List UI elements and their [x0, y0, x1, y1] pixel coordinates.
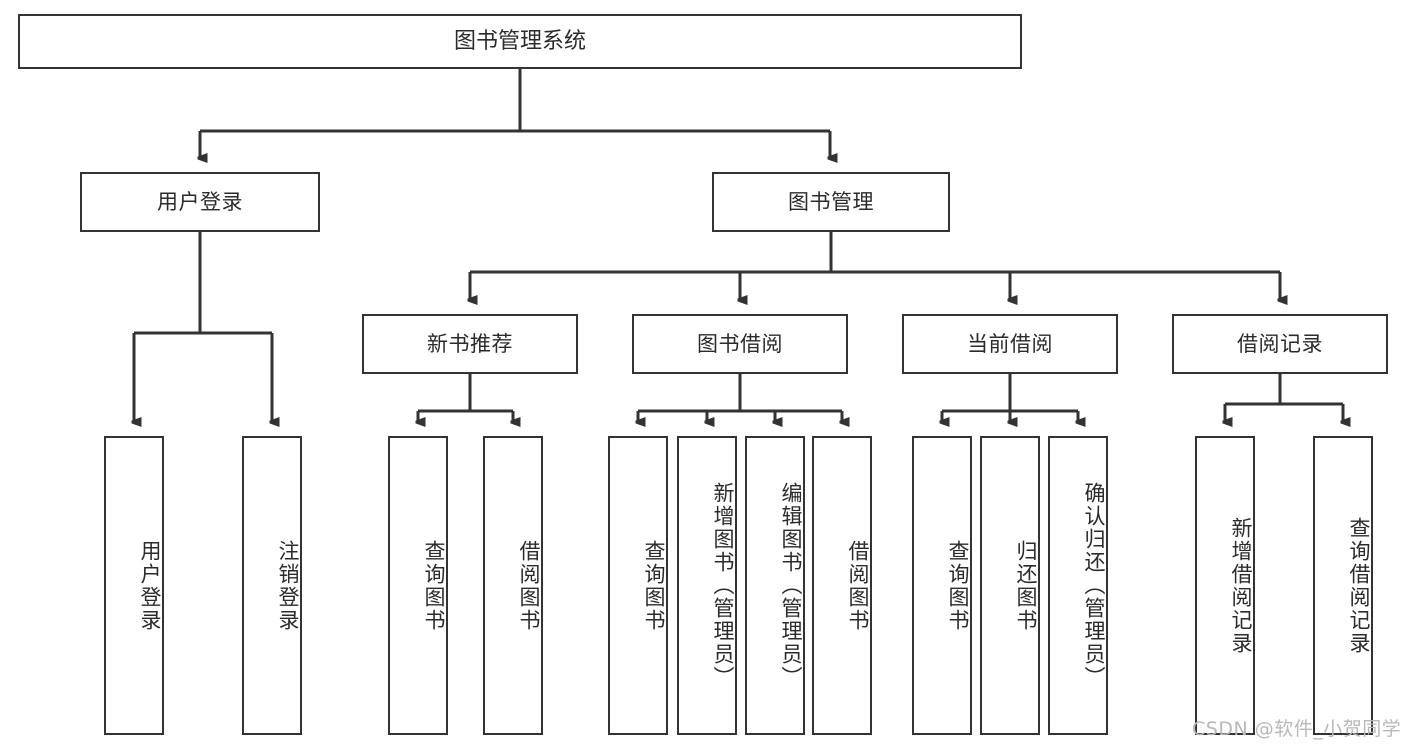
- node-root-label: 图书管理系统: [453, 28, 586, 54]
- node-borrow-record-label: 借阅记录: [1237, 331, 1323, 356]
- node-new-book-recommend-label: 新书推荐: [427, 331, 513, 356]
- leaf-add-borrow-record-label: 新增借阅记录: [1229, 516, 1253, 655]
- node-current-borrow[interactable]: 当前借阅: [902, 314, 1118, 374]
- node-book-manage-label: 图书管理: [788, 189, 874, 214]
- leaf-query-book-current-label: 查询图书: [946, 539, 970, 632]
- leaf-borrow-book-recommend-label: 借阅图书: [517, 539, 541, 632]
- node-user-login-label: 用户登录: [157, 189, 243, 214]
- leaf-query-book-current[interactable]: 查询图书: [912, 436, 972, 735]
- leaf-borrow-book-recommend[interactable]: 借阅图书: [483, 436, 543, 735]
- leaf-query-book-borrow[interactable]: 查询图书: [608, 436, 668, 735]
- leaf-query-borrow-record-label: 查询借阅记录: [1347, 516, 1371, 655]
- leaf-query-book-recommend-label: 查询图书: [422, 539, 446, 632]
- node-book-borrow-label: 图书借阅: [697, 331, 783, 356]
- leaf-confirm-return-admin-label: 确认归还（管理员）: [1082, 482, 1106, 689]
- node-user-login[interactable]: 用户登录: [80, 172, 320, 232]
- node-root[interactable]: 图书管理系统: [18, 14, 1022, 69]
- leaf-user-login[interactable]: 用户登录: [104, 436, 164, 735]
- leaf-confirm-return-admin[interactable]: 确认归还（管理员）: [1048, 436, 1108, 735]
- leaf-edit-book-admin[interactable]: 编辑图书（管理员）: [745, 436, 805, 735]
- leaf-add-borrow-record[interactable]: 新增借阅记录: [1195, 436, 1255, 735]
- node-borrow-record[interactable]: 借阅记录: [1172, 314, 1388, 374]
- node-book-manage[interactable]: 图书管理: [712, 172, 950, 232]
- leaf-borrow-book-label: 借阅图书: [846, 539, 870, 632]
- leaf-add-book-admin-label: 新增图书（管理员）: [711, 482, 735, 689]
- leaf-add-book-admin[interactable]: 新增图书（管理员）: [677, 436, 737, 735]
- leaf-return-book-label: 归还图书: [1014, 539, 1038, 632]
- leaf-query-book-borrow-label: 查询图书: [642, 539, 666, 632]
- leaf-return-book[interactable]: 归还图书: [980, 436, 1040, 735]
- leaf-user-login-label: 用户登录: [138, 539, 162, 632]
- node-book-borrow[interactable]: 图书借阅: [632, 314, 848, 374]
- leaf-borrow-book[interactable]: 借阅图书: [812, 436, 872, 735]
- leaf-query-book-recommend[interactable]: 查询图书: [388, 436, 448, 735]
- leaf-logout-label: 注销登录: [276, 539, 300, 632]
- node-new-book-recommend[interactable]: 新书推荐: [362, 314, 578, 374]
- leaf-edit-book-admin-label: 编辑图书（管理员）: [779, 482, 803, 689]
- leaf-query-borrow-record[interactable]: 查询借阅记录: [1313, 436, 1373, 735]
- node-current-borrow-label: 当前借阅: [967, 331, 1053, 356]
- watermark: CSDN @软件_小贺同学: [1192, 718, 1402, 740]
- leaf-logout[interactable]: 注销登录: [242, 436, 302, 735]
